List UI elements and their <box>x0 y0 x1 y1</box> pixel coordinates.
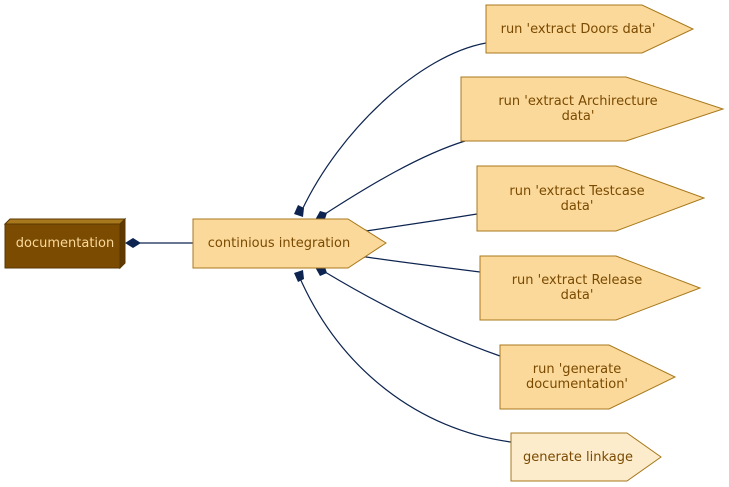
diamond-child-6 <box>294 270 304 282</box>
node-child-4-label-line-2: data' <box>561 288 594 303</box>
edges <box>140 42 512 443</box>
node-child-2-label-line-2: data' <box>562 109 595 124</box>
node-child-5-label-line-1: run 'generate <box>533 362 621 377</box>
node-child-4-shape <box>479 255 702 321</box>
node-run-extract-testcase-data[interactable]: run 'extract Testcase data' <box>476 165 706 232</box>
node-child-4-label-line-1: run 'extract Release <box>512 273 643 288</box>
node-child-5-shape <box>499 344 677 410</box>
node-hub-label: continious integration <box>208 236 350 251</box>
node-documentation-top <box>3 218 127 225</box>
edge-hub-child-5 <box>324 271 501 357</box>
node-child-2-label-line-1: run 'extract Archirecture <box>498 94 657 109</box>
node-child-1-shape <box>485 4 695 54</box>
node-child-2-shape <box>460 76 725 142</box>
node-run-extract-doors-data[interactable]: run 'extract Doors data' <box>485 4 695 54</box>
node-documentation-side <box>119 217 126 270</box>
edge-hub-child-3 <box>365 213 478 232</box>
diamond-root <box>125 238 141 248</box>
edge-hub-child-2 <box>324 140 466 215</box>
edge-hub-child-4 <box>365 256 481 273</box>
node-run-extract-archirecture-data[interactable]: run 'extract Archirecture data' <box>460 76 725 142</box>
node-child-6-shape <box>510 432 662 482</box>
node-documentation-label: documentation <box>16 236 114 251</box>
edge-hub-child-1 <box>301 42 487 211</box>
node-child-3-shape <box>476 165 706 232</box>
node-run-extract-release-data[interactable]: run 'extract Release data' <box>479 255 702 321</box>
node-child-1-label: run 'extract Doors data' <box>501 22 656 37</box>
node-continious-integration[interactable]: continious integration <box>192 218 387 269</box>
node-documentation-face <box>4 223 121 269</box>
diamond-child-1 <box>294 205 304 217</box>
node-child-6-label: generate linkage <box>523 450 633 465</box>
node-run-generate-documentation[interactable]: run 'generate documentation' <box>499 344 677 410</box>
node-hub-shape <box>192 218 387 269</box>
node-child-3-label-line-1: run 'extract Testcase <box>509 184 644 199</box>
node-documentation[interactable]: documentation <box>3 217 127 270</box>
node-child-3-label-line-2: data' <box>561 199 594 214</box>
edge-hub-child-6 <box>298 275 512 443</box>
node-generate-linkage[interactable]: generate linkage <box>510 432 662 482</box>
node-child-5-label-line-2: documentation' <box>526 377 628 392</box>
